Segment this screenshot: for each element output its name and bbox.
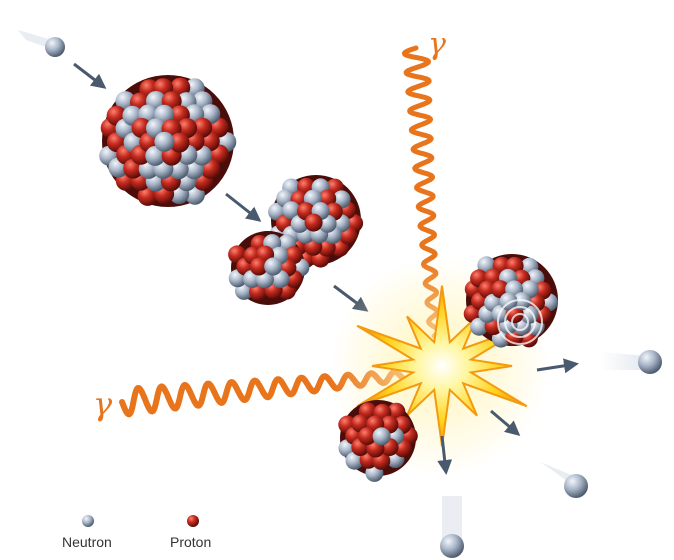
neutron	[372, 427, 391, 446]
arrow-out-right	[536, 358, 579, 374]
legend-neutron-swatch	[82, 515, 94, 527]
neutron	[512, 292, 531, 311]
uranium-nucleus	[99, 75, 237, 207]
arrow-nucleus-to-split	[225, 192, 262, 222]
gamma-symbol-top: γ	[428, 27, 446, 62]
proton	[249, 257, 268, 276]
neutron	[282, 201, 301, 220]
proton	[304, 213, 323, 232]
legend-proton-swatch	[187, 515, 199, 527]
energy-ripple	[497, 299, 543, 345]
neutron	[264, 257, 283, 276]
arrow-out-down	[437, 435, 453, 475]
proton	[358, 427, 377, 446]
incoming-neutron	[18, 30, 65, 57]
neutron	[345, 451, 364, 470]
arrow-neutron-to-nucleus	[73, 62, 107, 89]
arrow-out-diagonal	[490, 409, 521, 436]
compound-nucleus-upper	[268, 175, 364, 268]
neutron	[470, 317, 489, 336]
proton	[169, 132, 190, 153]
fission-fragment-lower	[338, 400, 418, 482]
legend-neutron-label: Neutron	[62, 534, 112, 550]
outgoing-neutron-down	[440, 496, 464, 558]
outgoing-neutron-diagonal	[540, 462, 588, 498]
neutron	[154, 131, 175, 152]
gamma-symbol-left: γ	[93, 385, 113, 423]
compound-nucleus-lower	[228, 231, 310, 305]
legend-proton-label: Proton	[170, 534, 212, 550]
outgoing-neutron-right	[600, 350, 662, 374]
